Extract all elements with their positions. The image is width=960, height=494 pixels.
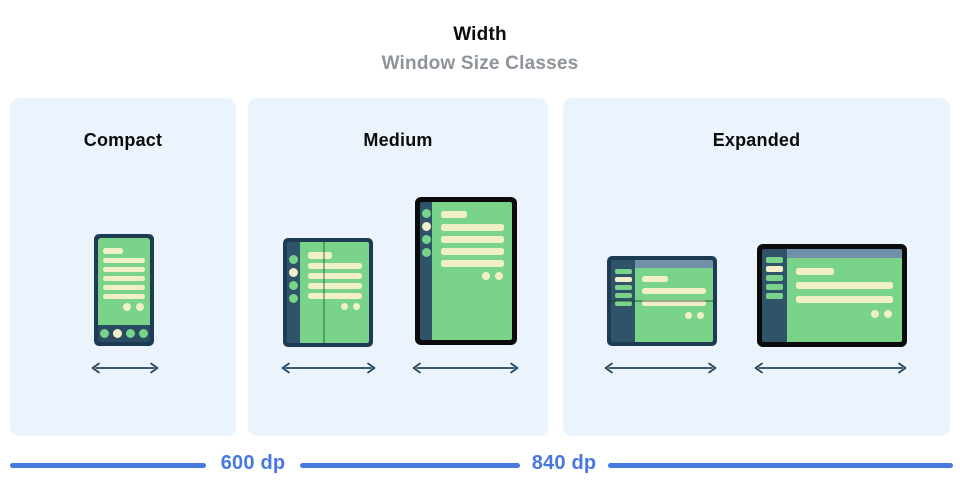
width-double-arrow-icon [281, 362, 376, 374]
content-line [796, 296, 893, 303]
content-title-bar [441, 211, 467, 218]
rail-dot-icon [289, 268, 298, 277]
content-line [441, 236, 504, 243]
width-double-arrow-icon [604, 362, 717, 374]
dot-icon [697, 312, 704, 319]
nav-rail [287, 242, 300, 343]
panel-expanded-title: Expanded [712, 130, 801, 150]
sidebar [762, 249, 787, 342]
foldable-screen [300, 242, 369, 343]
content-line [308, 273, 362, 279]
width-double-arrow-icon [412, 362, 519, 374]
panel-expanded: Expanded [563, 98, 950, 436]
sidebar-line [766, 293, 783, 299]
content-title-bar [103, 248, 123, 254]
rail-dot-icon [421, 235, 431, 244]
rail-dot-icon [289, 294, 298, 303]
sidebar [611, 260, 635, 342]
dot-icon [685, 312, 692, 319]
dot-icon [341, 303, 348, 310]
content-line [642, 288, 706, 294]
rail-dot-icon [289, 255, 298, 264]
width-double-arrow-icon [91, 362, 159, 374]
sidebar-line [766, 284, 783, 290]
content-line [103, 285, 145, 290]
nav-rail [420, 202, 432, 340]
sidebar-line [614, 269, 632, 274]
diagram-title: Width [453, 24, 507, 45]
tablet-screen [432, 202, 512, 340]
sidebar-line [614, 285, 632, 290]
app-header-bar [635, 260, 713, 268]
rail-dot-icon [421, 248, 431, 257]
nav-dot-icon [113, 329, 122, 338]
dot-icon [353, 303, 360, 310]
nav-dot-icon [126, 329, 135, 338]
panel-medium-title: Medium [363, 130, 433, 150]
dot-icon [123, 303, 131, 311]
content-line [308, 263, 362, 269]
content-title-bar [796, 268, 834, 275]
desktop-device [757, 244, 907, 347]
sidebar-line [614, 301, 632, 306]
content-action-dots [642, 312, 706, 319]
width-double-arrow-icon [754, 362, 907, 374]
rail-dot-icon [421, 209, 431, 218]
content-line [441, 248, 504, 255]
rail-dot-icon [289, 281, 298, 290]
content-line [441, 260, 504, 267]
content-line [308, 283, 362, 289]
content-action-dots [308, 303, 362, 310]
ruler-line-segment [608, 463, 953, 468]
diagram-subtitle: Window Size Classes [381, 53, 579, 74]
sidebar-line [614, 293, 632, 298]
fold-crease [611, 300, 713, 302]
foldable-device [283, 238, 373, 347]
phone-navbar [98, 325, 150, 342]
tablet-device [415, 197, 517, 345]
dot-icon [136, 303, 144, 311]
sidebar-line [614, 277, 632, 282]
content-area [787, 258, 902, 342]
content-title-bar [308, 252, 332, 259]
rail-dot-icon [421, 222, 431, 231]
foldable-landscape-device [607, 256, 717, 346]
content-line [103, 258, 145, 263]
dot-icon [871, 310, 879, 318]
content-area [635, 268, 713, 342]
phone-screen [98, 238, 150, 325]
dot-icon [495, 272, 503, 280]
sidebar-line [766, 266, 783, 272]
content-line [103, 276, 145, 281]
panel-medium: Medium [248, 98, 548, 436]
nav-dot-icon [100, 329, 109, 338]
content-action-dots [796, 310, 893, 318]
breakpoint-600dp-label: 600 dp [220, 452, 286, 474]
panel-compact-title: Compact [83, 130, 163, 150]
dot-icon [884, 310, 892, 318]
sidebar-line [766, 257, 783, 263]
content-line [796, 282, 893, 289]
content-line [308, 293, 362, 299]
content-action-dots [441, 272, 504, 280]
ruler-line-segment [10, 463, 206, 468]
breakpoint-840dp-label: 840 dp [531, 452, 597, 474]
content-line [103, 267, 145, 272]
sidebar-line [766, 275, 783, 281]
content-title-bar [642, 276, 668, 282]
content-action-dots [103, 303, 145, 311]
dot-icon [482, 272, 490, 280]
ruler-line-segment [300, 463, 520, 468]
panel-compact: Compact [10, 98, 236, 436]
nav-dot-icon [139, 329, 148, 338]
content-line [103, 294, 145, 299]
fold-crease [323, 242, 325, 343]
app-header-bar [787, 249, 902, 258]
phone-device [94, 234, 154, 346]
content-line [642, 300, 706, 306]
content-line [441, 224, 504, 231]
